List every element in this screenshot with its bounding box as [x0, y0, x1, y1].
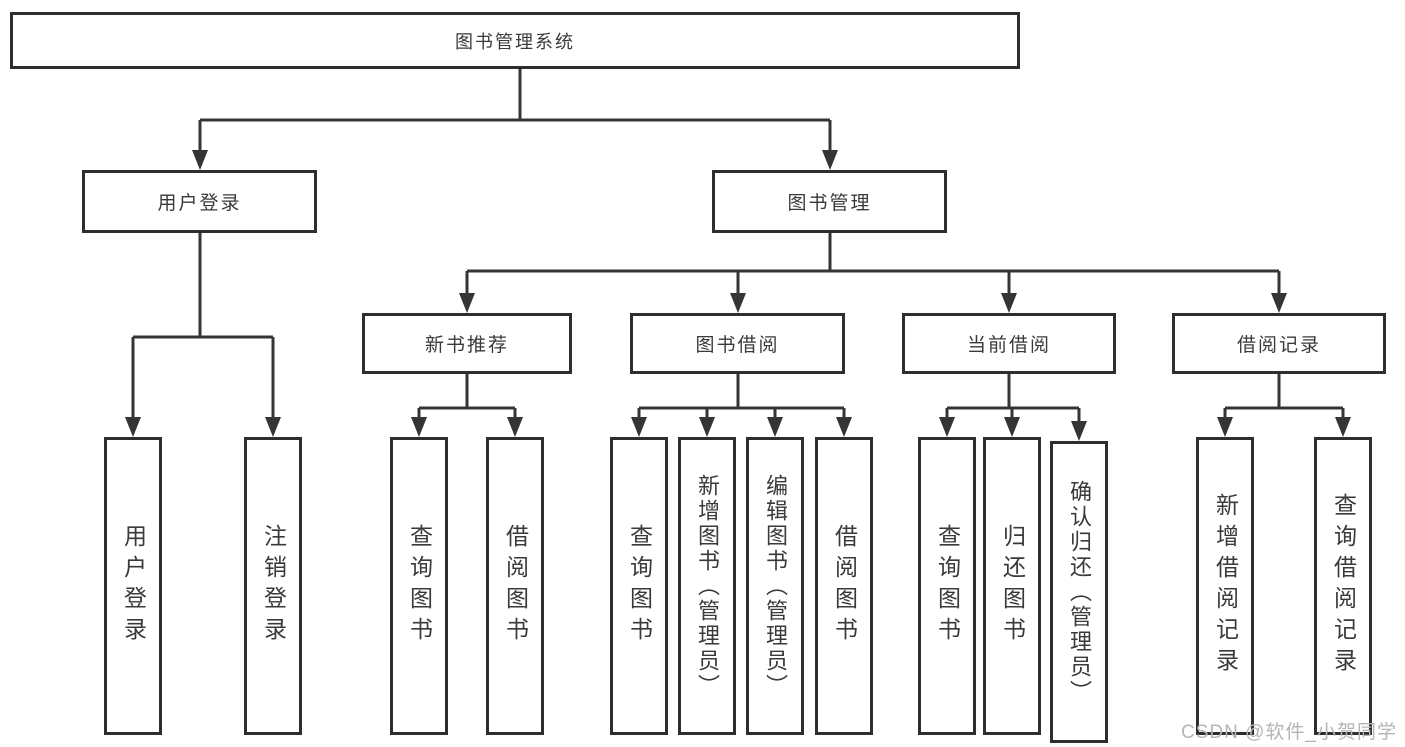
node-label: 图书借阅 [695, 335, 780, 356]
node-user-login: 用户登录 [82, 170, 317, 233]
leaf-confirm-return-admin: 确认归还（管理员） [1050, 441, 1108, 743]
leaf-borrow-books-recommend: 借阅图书 [486, 437, 544, 735]
arrow-down-icon [507, 417, 523, 437]
node-label: 用户登录 [157, 193, 242, 214]
leaf-query-books-current: 查询图书 [918, 437, 976, 735]
connector-login-to-leaves [131, 233, 275, 418]
leaf-label: 查询图书 [406, 524, 433, 648]
leaf-edit-book-admin: 编辑图书（管理员） [746, 437, 804, 735]
arrow-down-icon [1001, 293, 1017, 313]
leaf-label: 查询借阅记录 [1330, 493, 1357, 679]
node-label: 新书推荐 [424, 335, 509, 356]
arrow-down-icon [411, 417, 427, 437]
node-root-system: 图书管理系统 [10, 12, 1020, 69]
node-borrow-records: 借阅记录 [1172, 313, 1386, 374]
connector-current-to-leaves [945, 374, 1081, 422]
arrow-down-icon [192, 150, 208, 170]
leaf-label: 确认归还（管理员） [1067, 479, 1092, 705]
leaf-label: 归还图书 [999, 524, 1026, 648]
arrow-down-icon [836, 417, 852, 437]
arrow-down-icon [767, 417, 783, 437]
leaf-borrow-books: 借阅图书 [815, 437, 873, 735]
leaf-add-borrow-record: 新增借阅记录 [1196, 437, 1254, 735]
node-label: 图书管理 [787, 193, 872, 214]
leaf-query-books-recommend: 查询图书 [390, 437, 448, 735]
leaf-query-borrow-record: 查询借阅记录 [1314, 437, 1372, 735]
leaf-logout-login: 注销登录 [244, 437, 302, 735]
leaf-user-login: 用户登录 [104, 437, 162, 735]
arrow-down-icon [939, 417, 955, 437]
node-label: 借阅记录 [1236, 335, 1321, 356]
arrow-down-icon [1271, 293, 1287, 313]
leaf-label: 查询图书 [934, 524, 961, 648]
leaf-label: 编辑图书（管理员） [763, 473, 788, 699]
leaf-label: 借阅图书 [502, 524, 529, 648]
arrowheads [125, 150, 1351, 441]
connector-strokes [131, 68, 1345, 422]
node-new-book-recommend: 新书推荐 [362, 313, 572, 374]
leaf-query-books-borrow: 查询图书 [610, 437, 668, 735]
leaf-label: 注销登录 [260, 524, 287, 648]
connector-root-to-level2 [198, 68, 832, 151]
arrow-down-icon [125, 417, 141, 437]
arrow-down-icon [1004, 417, 1020, 437]
leaf-return-books: 归还图书 [983, 437, 1041, 735]
leaf-label: 用户登录 [120, 524, 147, 648]
arrow-down-icon [699, 417, 715, 437]
leaf-label: 查询图书 [626, 524, 653, 648]
arrow-down-icon [1071, 421, 1087, 441]
arrow-down-icon [459, 293, 475, 313]
connector-mgmt-to-level3 [465, 233, 1281, 294]
connector-records-to-leaves [1223, 374, 1345, 418]
node-current-borrow: 当前借阅 [902, 313, 1116, 374]
node-book-management: 图书管理 [712, 170, 947, 233]
node-label: 图书管理系统 [455, 31, 575, 52]
arrow-down-icon [265, 417, 281, 437]
arrow-down-icon [1217, 417, 1233, 437]
node-book-borrow: 图书借阅 [630, 313, 845, 374]
leaf-label: 借阅图书 [831, 524, 858, 648]
arrow-down-icon [730, 293, 746, 313]
leaf-add-book-admin: 新增图书（管理员） [678, 437, 736, 735]
leaf-label: 新增借阅记录 [1212, 493, 1239, 679]
watermark: CSDN @软件_小贺同学 [1181, 722, 1397, 743]
arrow-down-icon [1335, 417, 1351, 437]
arrow-down-icon [631, 417, 647, 437]
connector-recommend-to-leaves [417, 374, 517, 418]
leaf-label: 新增图书（管理员） [695, 473, 720, 699]
connector-borrow-to-leaves [637, 374, 846, 418]
arrow-down-icon [822, 150, 838, 170]
node-label: 当前借阅 [966, 335, 1051, 356]
